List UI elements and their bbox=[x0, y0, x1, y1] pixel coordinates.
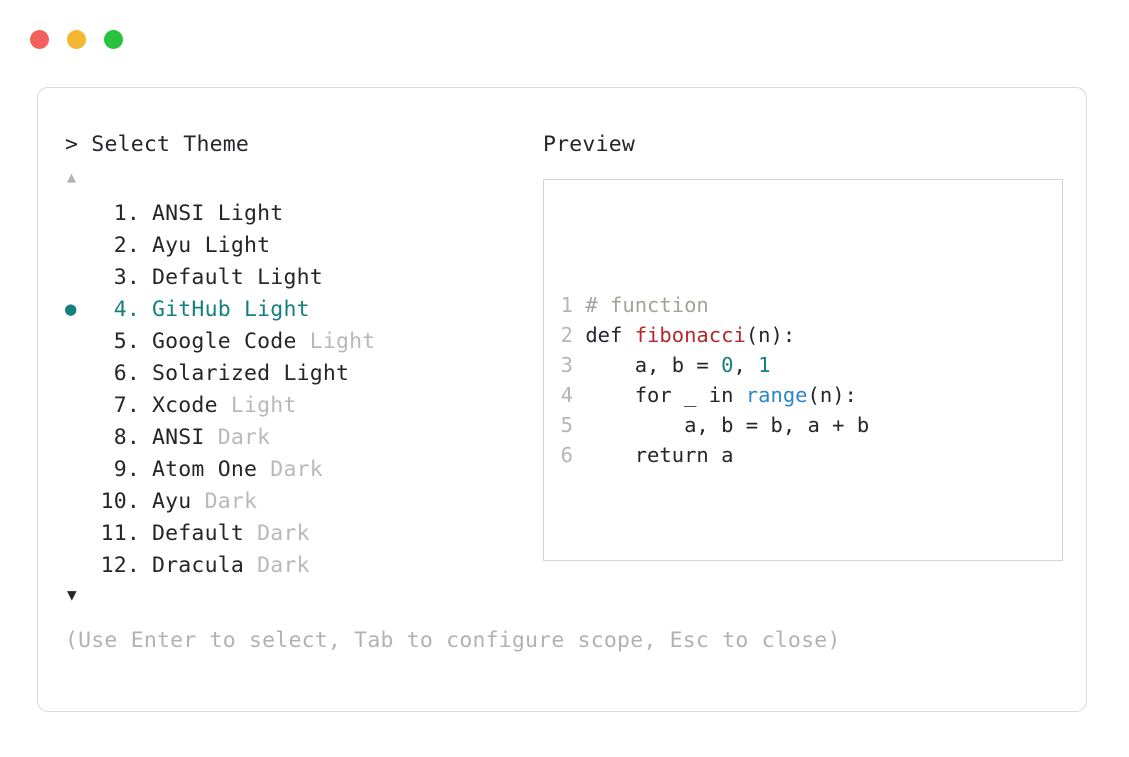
theme-item-variant: Light bbox=[309, 328, 376, 354]
theme-item-index: 10. bbox=[100, 488, 140, 514]
theme-item-index: 7. bbox=[113, 392, 140, 418]
theme-list-item[interactable]: 10. Ayu Dark bbox=[65, 485, 525, 517]
diff-lines: 1 - print("Hello, " + name)1 + print(f"H… bbox=[560, 560, 906, 561]
line-number: 5 bbox=[560, 413, 573, 437]
line-number: 1 bbox=[560, 560, 573, 561]
theme-item-name: ANSI bbox=[152, 424, 218, 450]
code-line: 3 a, b = 0, 1 bbox=[560, 350, 906, 380]
line-number: 4 bbox=[560, 383, 573, 407]
keyboard-hint: (Use Enter to select, Tab to configure s… bbox=[65, 628, 841, 653]
minimize-button[interactable] bbox=[67, 30, 86, 49]
theme-list-item[interactable]: ● 4. GitHub Light bbox=[65, 293, 525, 325]
theme-list: 1. ANSI Light 2. Ayu Light 3. Default Light ● 4… bbox=[65, 197, 525, 581]
code-token: 0 bbox=[721, 353, 734, 377]
theme-item-name: ANSI bbox=[152, 200, 218, 226]
theme-item-index: 3. bbox=[113, 264, 140, 290]
theme-list-item[interactable]: 6. Solarized Light bbox=[65, 357, 525, 389]
theme-item-name: Atom One bbox=[152, 456, 271, 482]
window-controls bbox=[30, 30, 123, 49]
diff-line: 1 - print("Hello, " + name) bbox=[560, 560, 906, 561]
code-token: a, b = b, a + b bbox=[573, 413, 870, 437]
theme-item-name: Solarized bbox=[152, 360, 284, 386]
code-token: a, b = bbox=[573, 353, 722, 377]
theme-item-name: Ayu bbox=[152, 232, 205, 258]
code-line: 2 def fibonacci(n): bbox=[560, 320, 906, 350]
line-number: 6 bbox=[560, 443, 573, 467]
page-title: > Select Theme bbox=[65, 132, 525, 157]
theme-item-name: Default bbox=[152, 520, 258, 546]
theme-item-index: 1. bbox=[113, 200, 140, 226]
scroll-up-icon[interactable]: ▲ bbox=[67, 168, 77, 186]
line-number: 3 bbox=[560, 353, 573, 377]
code-line: 6 return a bbox=[560, 440, 906, 470]
code-token: , bbox=[733, 353, 759, 377]
code-token: # function bbox=[573, 293, 709, 317]
theme-item-variant: Light bbox=[283, 360, 350, 386]
theme-item-name: Dracula bbox=[152, 552, 258, 578]
theme-item-name: GitHub bbox=[152, 296, 245, 322]
theme-list-item[interactable]: 11. Default Dark bbox=[65, 517, 525, 549]
code-token: range bbox=[745, 383, 808, 407]
prompt-symbol: > bbox=[65, 132, 92, 157]
theme-item-index: 5. bbox=[113, 328, 140, 354]
theme-picker-card: > Select Theme ▲ 1. ANSI Light 2. Ayu Light… bbox=[37, 87, 1087, 712]
theme-item-index: 9. bbox=[113, 456, 140, 482]
preview-label: Preview bbox=[543, 132, 636, 157]
theme-item-index: 4. bbox=[113, 296, 140, 322]
code-token: for _ in bbox=[573, 383, 746, 407]
theme-list-item[interactable]: 8. ANSI Dark bbox=[65, 421, 525, 453]
theme-item-variant: Dark bbox=[257, 552, 310, 578]
theme-list-item[interactable]: 1. ANSI Light bbox=[65, 197, 525, 229]
theme-item-index: 6. bbox=[113, 360, 140, 386]
maximize-button[interactable] bbox=[104, 30, 123, 49]
theme-list-panel: > Select Theme ▲ 1. ANSI Light 2. Ayu Light… bbox=[65, 132, 525, 609]
code-token: (n): bbox=[745, 323, 796, 347]
theme-item-name: Google Code bbox=[152, 328, 310, 354]
theme-list-item[interactable]: 2. Ayu Light bbox=[65, 229, 525, 261]
theme-list-item[interactable]: 3. Default Light bbox=[65, 261, 525, 293]
selection-bullet-icon: ● bbox=[65, 297, 77, 320]
theme-item-index: 8. bbox=[113, 424, 140, 450]
theme-item-variant: Light bbox=[217, 200, 284, 226]
line-number: 1 bbox=[560, 293, 573, 317]
theme-list-item[interactable]: 9. Atom One Dark bbox=[65, 453, 525, 485]
theme-item-variant: Light bbox=[204, 232, 271, 258]
theme-item-variant: Light bbox=[244, 296, 310, 322]
code-token: (n): bbox=[807, 383, 857, 407]
close-button[interactable] bbox=[30, 30, 49, 49]
diff-removed-line: 1 - print("Hello, " + name) bbox=[560, 560, 894, 561]
theme-list-item[interactable]: 5. Google Code Light bbox=[65, 325, 525, 357]
code-token: return a bbox=[573, 443, 734, 467]
theme-list-item[interactable]: 7. Xcode Light bbox=[65, 389, 525, 421]
theme-item-name: Xcode bbox=[152, 392, 231, 418]
code-line: 1 # function bbox=[560, 290, 906, 320]
theme-item-variant: Light bbox=[230, 392, 297, 418]
theme-item-variant: Dark bbox=[257, 520, 310, 546]
theme-item-variant: Dark bbox=[217, 424, 271, 450]
code-token: def bbox=[573, 323, 635, 347]
page-title-text: Select Theme bbox=[91, 132, 250, 157]
code-line: 5 a, b = b, a + b bbox=[560, 410, 906, 440]
line-number: 2 bbox=[560, 323, 573, 347]
theme-item-index: 11. bbox=[100, 520, 140, 546]
code-token: 1 bbox=[758, 353, 771, 377]
theme-item-name: Default bbox=[152, 264, 258, 290]
theme-item-variant: Dark bbox=[270, 456, 323, 482]
code-token: fibonacci bbox=[634, 323, 746, 347]
theme-item-name: Ayu bbox=[152, 488, 205, 514]
theme-item-index: 12. bbox=[100, 552, 140, 578]
code-line: 4 for _ in range(n): bbox=[560, 380, 906, 410]
theme-item-variant: Dark bbox=[204, 488, 258, 514]
theme-list-item[interactable]: 12. Dracula Dark bbox=[65, 549, 525, 581]
theme-item-variant: Light bbox=[257, 264, 323, 290]
scroll-down-icon[interactable]: ▼ bbox=[67, 585, 77, 604]
theme-item-index: 2. bbox=[113, 232, 140, 258]
